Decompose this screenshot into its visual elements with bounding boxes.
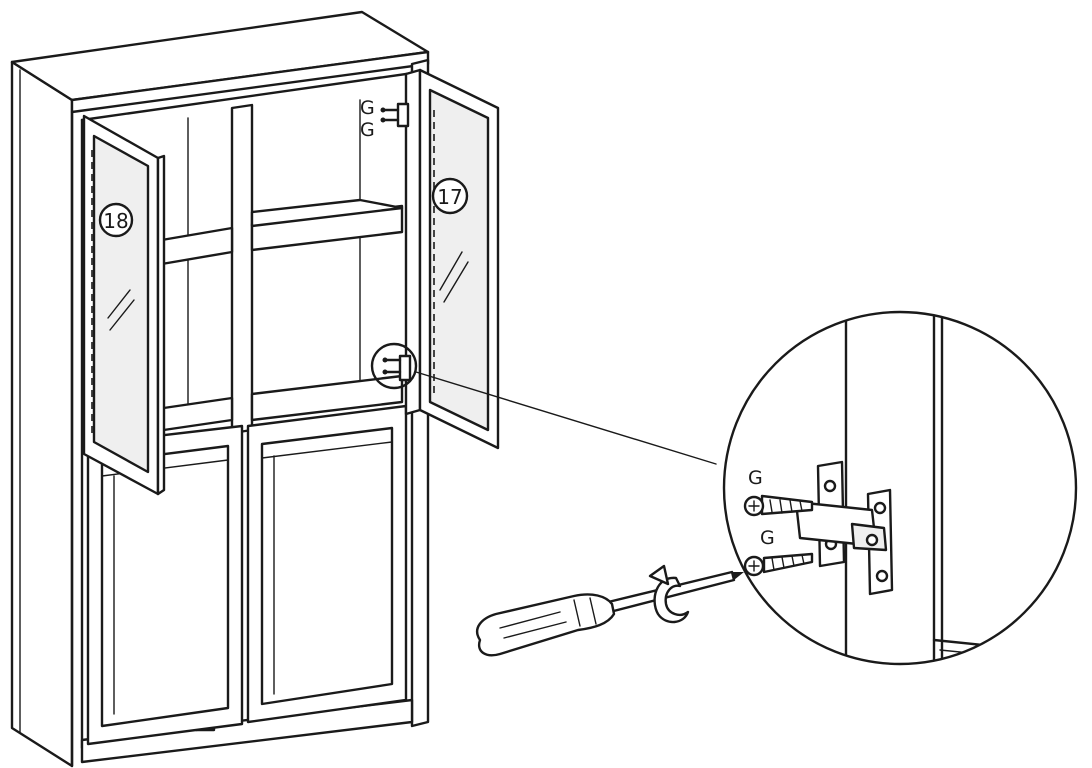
screw-label-top-lower: G (360, 119, 375, 141)
door-17-number-badge (431, 177, 469, 215)
glass-door-right: 17 (404, 68, 500, 450)
screw-head-icon (380, 107, 386, 113)
top-hinge: G G (360, 97, 410, 141)
door-18-number-badge (98, 202, 134, 238)
bottom-hinge (370, 342, 418, 390)
detail-leader-line (415, 371, 717, 465)
screw-label-detail-lower: G (760, 527, 775, 549)
screwdriver-icon (475, 564, 744, 657)
door-17-number: 17 (437, 185, 462, 209)
cabinet-body (10, 10, 430, 768)
detail-callout-circle (370, 342, 418, 390)
screw-head-icon (380, 117, 386, 123)
screw-label-detail-upper: G (748, 467, 763, 489)
screw-label-top-upper: G (360, 97, 375, 119)
door-18-number: 18 (103, 209, 128, 233)
screw-head-icon (382, 357, 388, 363)
glass-door-left: 18 (82, 114, 166, 496)
screw-head-icon (382, 369, 388, 375)
lower-door-left (86, 424, 244, 746)
hinge-detail-magnified: G G (722, 310, 1078, 666)
lower-door-right (246, 404, 408, 724)
